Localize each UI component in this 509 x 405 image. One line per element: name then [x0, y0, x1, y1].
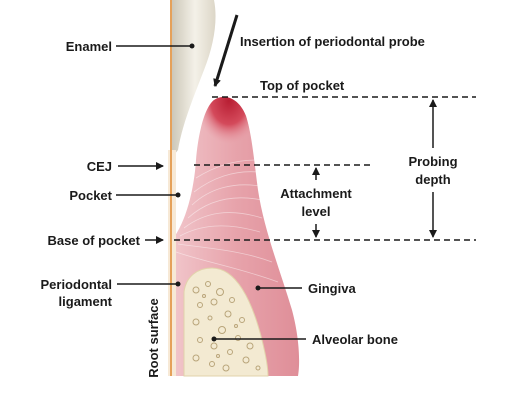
gingiva-tip-shading: [196, 96, 256, 175]
alveolar-bone-leader-dot: [211, 336, 217, 342]
label-perio-line1: Periodontal: [40, 277, 112, 292]
label-attachment-line2: level: [302, 204, 331, 219]
label-enamel: Enamel: [66, 39, 112, 54]
label-base-of-pocket: Base of pocket: [48, 233, 141, 248]
label-alveolar-bone: Alveolar bone: [312, 332, 398, 347]
label-perio-line2: ligament: [59, 294, 113, 309]
label-probing-line2: depth: [415, 172, 450, 187]
enamel-leader-dot: [189, 43, 195, 49]
label-cej: CEJ: [87, 159, 112, 174]
gingival-fibers: [175, 159, 279, 283]
bone-pores: [192, 281, 261, 372]
label-gingiva: Gingiva: [308, 281, 356, 296]
enamel-shape: [170, 0, 216, 160]
label-probing-line1: Probing: [408, 154, 457, 169]
gingiva-leader-dot: [255, 285, 261, 291]
probe-arrow: [213, 14, 239, 87]
label-pocket: Pocket: [69, 188, 112, 203]
label-insertion: Insertion of periodontal probe: [240, 34, 425, 49]
perio-ligament-leader-dot: [175, 281, 181, 287]
pocket-leader-dot: [175, 192, 181, 198]
label-root-surface: Root surface: [146, 298, 161, 377]
label-attachment-line1: Attachment: [280, 186, 352, 201]
label-top-of-pocket: Top of pocket: [260, 78, 345, 93]
